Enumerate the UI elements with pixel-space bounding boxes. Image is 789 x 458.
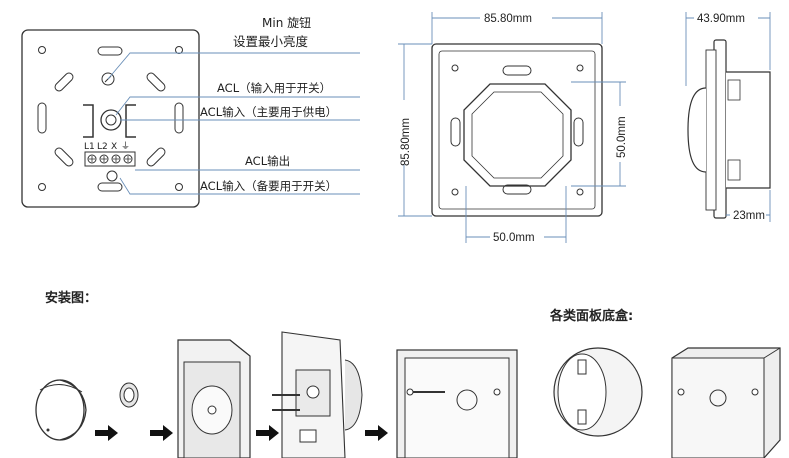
callout-acl-in-switch: ACL（输入用于开关）	[217, 81, 331, 95]
mechanism-plate-illustration	[272, 331, 363, 458]
terminal-label-l1: L1	[84, 142, 95, 152]
arrow-3-icon	[256, 425, 279, 441]
module-plate-drawing	[21, 29, 200, 208]
face-plate-illustration	[177, 339, 251, 458]
arrow-4-icon	[365, 425, 388, 441]
dim-front-height: 85.80mm	[400, 118, 412, 166]
callout-acl-in-backup: ACL输入（备要用于开关）	[200, 179, 337, 193]
terminal-label-x: X	[111, 142, 117, 152]
callout-min-brightness: 设置最小亮度	[233, 34, 309, 49]
callout-leaders	[107, 52, 360, 195]
ring-adapter-illustration	[119, 382, 139, 408]
terminal-label-ground: ⏚	[121, 141, 130, 152]
dim-side-depth: 23mm	[733, 210, 765, 222]
dim-inner-height: 50.0mm	[616, 116, 628, 158]
dim-inner-width: 50.0mm	[493, 232, 535, 244]
round-back-box-illustration	[553, 347, 643, 437]
arrow-1-icon	[95, 425, 118, 441]
terminal-label-l2: L2	[97, 142, 108, 152]
dim-front-width: 85.80mm	[484, 13, 532, 25]
install-section-title: 安装图：	[45, 290, 97, 306]
side-view-drawing	[687, 39, 771, 219]
front-view-drawing	[431, 43, 603, 217]
boxes-section-title: 各类面板底盒:	[549, 308, 633, 324]
callout-min-knob: Min 旋钮	[262, 15, 311, 30]
dim-side-width: 43.90mm	[697, 13, 745, 25]
knob-part-illustration	[35, 379, 87, 441]
callout-acl-out: ACL输出	[245, 154, 290, 168]
callout-acl-in-main: ACL输入（主要用于供电）	[200, 105, 337, 119]
square-back-box-illustration	[671, 347, 781, 458]
arrow-2-icon	[150, 425, 173, 441]
back-box-illustration	[396, 349, 518, 458]
